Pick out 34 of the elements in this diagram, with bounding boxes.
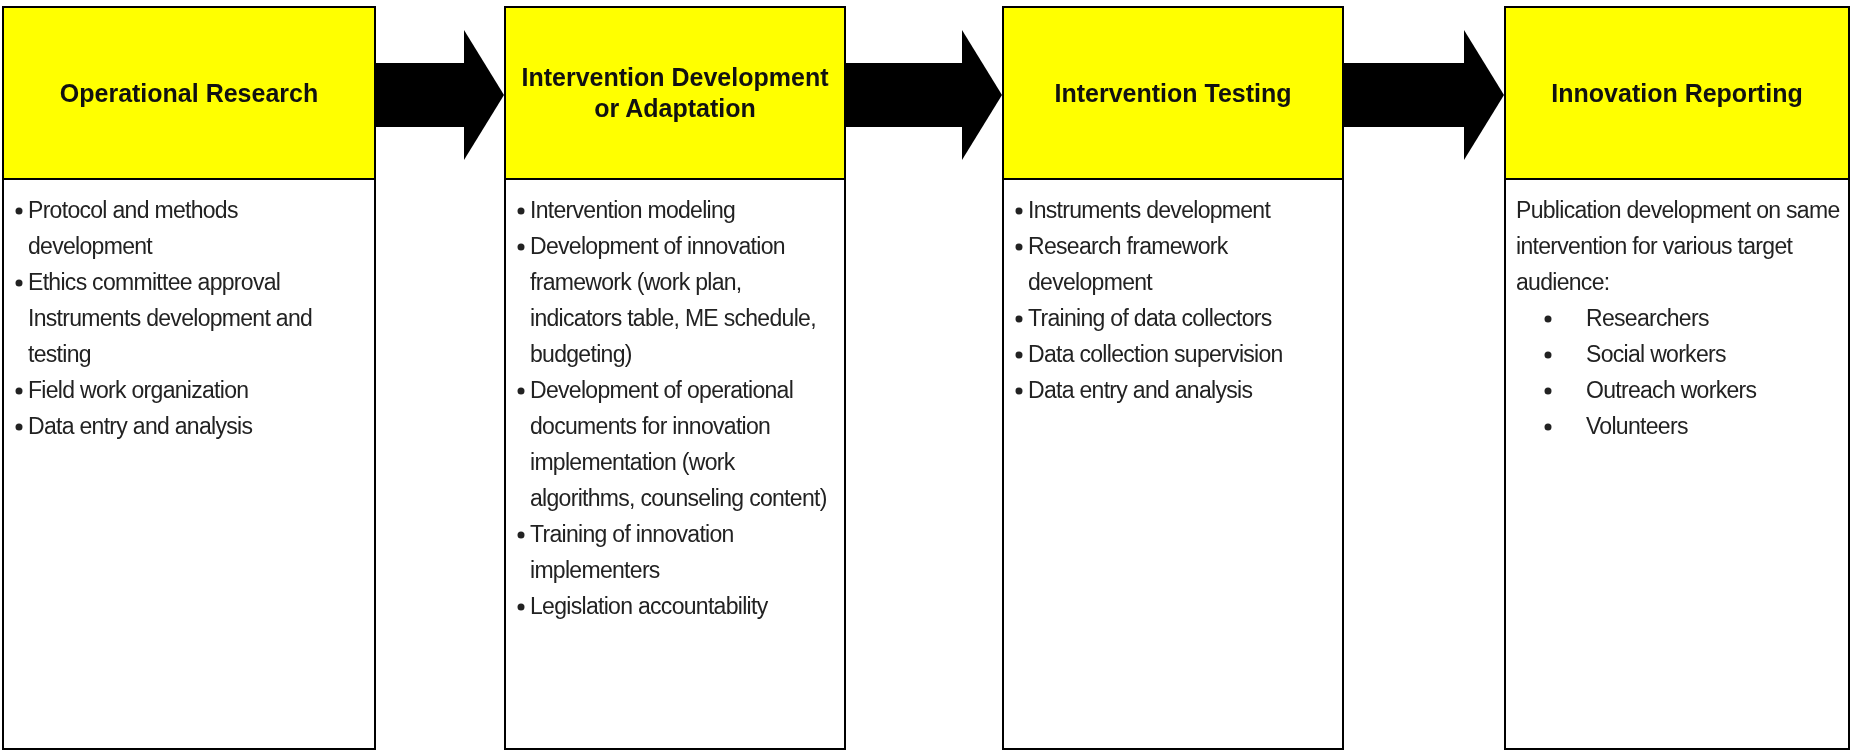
bullet-text: Volunteers (1586, 413, 1688, 439)
bullet-text: Data entry and analysis (28, 413, 253, 439)
stage-detail-box (2, 178, 376, 750)
bullet-text: Protocol and methods development (28, 197, 238, 259)
block-arrow (846, 30, 1002, 160)
stage-title: Intervention Development or Adaptation (520, 62, 830, 124)
description-text: Publication development on same intervention for various target audience: (1516, 196, 1840, 297)
stage-title: Intervention Testing (1053, 77, 1293, 109)
block-arrow (376, 30, 504, 160)
bullet-text: Training of innovation implementers (530, 521, 734, 583)
stage-title: Operational Research (58, 77, 320, 109)
bullet-text: Data entry and analysis (1028, 377, 1253, 403)
bullet-text: Social workers (1586, 341, 1726, 367)
stage-detail-box (504, 178, 846, 750)
stage-detail-box (1002, 178, 1344, 750)
bullet-text: Outreach workers (1586, 377, 1757, 403)
bullet-text: Researchers (1586, 305, 1709, 331)
stage-header-box (1002, 6, 1344, 180)
bullet-text: Data collection supervision (1028, 341, 1283, 367)
stage-header-box (504, 6, 846, 180)
bullet-text: Development of innovation framework (work plan, indicators table, ME schedule, budgeting) (530, 233, 816, 367)
bullet-text: Instruments development (1028, 197, 1271, 223)
bullet-text: Ethics committee approval Instruments development and testing (28, 269, 313, 367)
bullet-text: Intervention modeling (530, 197, 736, 223)
stage-header-box (2, 6, 376, 180)
bullet-text: Research framework development (1028, 233, 1228, 295)
bullet-text: Field work organization (28, 377, 249, 403)
stage-detail-box (1504, 178, 1850, 750)
block-arrow (1344, 30, 1504, 160)
stage-header-box (1504, 6, 1850, 180)
stage-title: Innovation Reporting (1550, 77, 1804, 109)
bullet-text: Training of data collectors (1028, 305, 1272, 331)
bullet-text: Legislation accountability (530, 593, 768, 619)
bullet-text: Development of operational documents for innovation implementation (work algorithms, counseling content) (530, 377, 827, 511)
